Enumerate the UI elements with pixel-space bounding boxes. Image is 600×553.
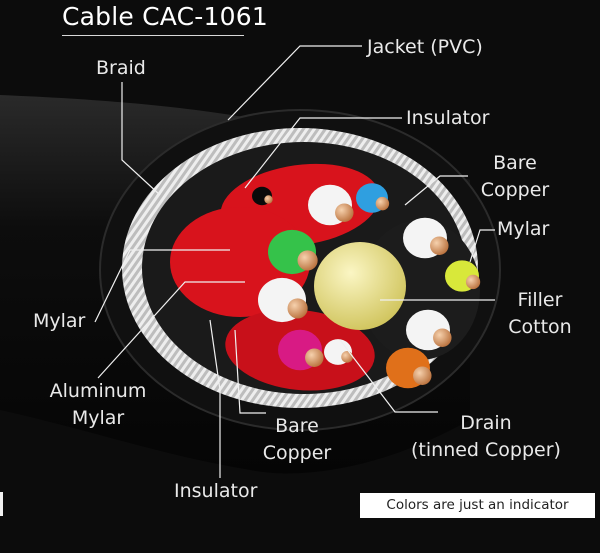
edge-marker bbox=[0, 492, 3, 516]
leader-mylar-right bbox=[469, 229, 495, 263]
wire-white-right-copper bbox=[430, 236, 449, 255]
label-aluminum-mylar: Aluminum Mylar bbox=[49, 380, 147, 429]
label-drain: Drain (tinned Copper) bbox=[411, 412, 561, 461]
label-jacket: Jacket (PVC) bbox=[367, 36, 483, 58]
label-mylar-right: Mylar bbox=[497, 218, 550, 240]
wire-white-left-copper bbox=[287, 298, 308, 319]
leader-aluminum-mylar bbox=[97, 281, 245, 379]
wire-green-copper bbox=[297, 250, 318, 271]
leader-mylar-left bbox=[94, 249, 230, 323]
wire-orange-copper bbox=[413, 366, 432, 385]
label-insulator-bottom: Insulator bbox=[174, 480, 258, 502]
leader-jacket bbox=[227, 45, 362, 121]
leader-insulator-bottom bbox=[209, 319, 221, 478]
filler-cotton bbox=[314, 242, 406, 330]
label-mylar-left: Mylar bbox=[33, 310, 86, 332]
title-underline bbox=[62, 35, 244, 36]
wire-white-bottom-copper bbox=[341, 351, 353, 363]
leader-drain bbox=[339, 339, 438, 413]
label-bare-copper-right: Bare Copper bbox=[480, 152, 550, 201]
leader-braid bbox=[121, 82, 161, 196]
leader-lines bbox=[94, 45, 495, 478]
colors-note: Colors are just an indicator bbox=[360, 493, 595, 518]
leader-insulator-top bbox=[244, 117, 402, 189]
wire-white-lower-right-copper bbox=[433, 328, 452, 347]
label-filler-cotton: Filler Cotton bbox=[508, 289, 572, 338]
wire-white-top-copper bbox=[335, 203, 354, 222]
leader-bare-copper-right bbox=[404, 175, 468, 206]
wire-magenta-copper bbox=[305, 348, 324, 367]
wire-black-small-copper bbox=[264, 195, 273, 204]
wire-group bbox=[252, 183, 481, 389]
diagram-title: Cable CAC-1061 bbox=[62, 2, 268, 31]
wire-yellow-copper bbox=[465, 274, 481, 290]
label-bare-copper-bottom: Bare Copper bbox=[262, 415, 332, 464]
label-insulator-top: Insulator bbox=[406, 107, 490, 129]
leader-bare-copper-bottom bbox=[234, 329, 266, 414]
label-braid: Braid bbox=[96, 57, 146, 79]
wire-blue-copper bbox=[375, 196, 390, 211]
